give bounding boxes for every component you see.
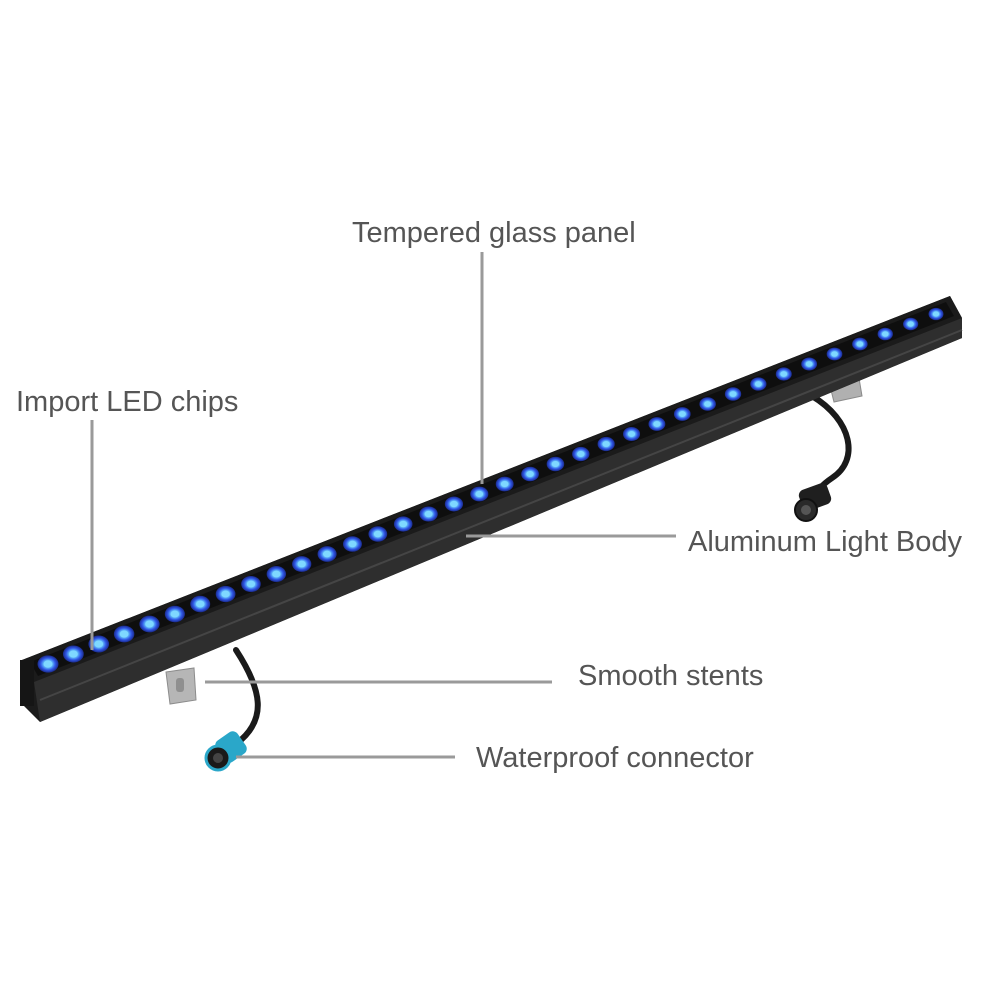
- led-chip: [266, 566, 287, 582]
- led-chip: [648, 417, 666, 431]
- led-chip: [139, 615, 160, 633]
- led-chip: [521, 466, 539, 482]
- led-chip: [342, 536, 362, 552]
- led-chip: [62, 645, 84, 663]
- led-chip: [241, 575, 261, 593]
- led-chip: [852, 337, 868, 351]
- led-chip: [673, 407, 691, 421]
- led-chip: [826, 347, 843, 361]
- led-chip: [903, 317, 919, 331]
- callout-lines: [90, 252, 676, 759]
- led-chip: [877, 327, 893, 341]
- led-chip: [597, 436, 615, 452]
- glass-panel: [30, 302, 954, 676]
- housing-edge-highlight: [39, 329, 963, 701]
- led-chip: [572, 446, 590, 462]
- bracket-slot: [176, 678, 184, 692]
- led-chip: [393, 516, 413, 532]
- led-chip: [699, 397, 716, 411]
- led-chip: [292, 556, 312, 572]
- led-chip: [113, 625, 135, 643]
- led-chip: [444, 496, 464, 512]
- led-chip: [190, 595, 211, 613]
- led-chip: [724, 387, 742, 401]
- light-bar: [20, 296, 963, 722]
- front-cable: [233, 647, 261, 747]
- led-chip: [623, 427, 641, 441]
- housing-side-face: [34, 318, 962, 722]
- led-chip: [775, 367, 792, 381]
- led-chip: [928, 307, 944, 321]
- led-chip: [215, 585, 236, 603]
- led-chip: [419, 506, 438, 522]
- led-chip: [470, 486, 489, 502]
- led-chip-row: [37, 307, 944, 673]
- waterproof-connector: [204, 731, 247, 772]
- label-tempered-glass: Tempered glass panel: [352, 217, 636, 249]
- led-chip: [495, 476, 514, 492]
- led-chip: [750, 377, 767, 391]
- led-chip: [546, 456, 565, 472]
- led-chip: [317, 546, 337, 562]
- label-waterproof-connector: Waterproof connector: [476, 742, 754, 774]
- led-chip: [368, 526, 388, 542]
- led-chip: [801, 357, 818, 371]
- end-cap: [20, 660, 34, 706]
- label-led-chips: Import LED chips: [16, 386, 239, 418]
- label-light-body: Aluminum Light Body: [688, 526, 963, 558]
- led-chip: [37, 655, 59, 673]
- led-chip: [164, 605, 185, 623]
- label-smooth-stents: Smooth stents: [578, 660, 764, 692]
- front-mount-assembly: [165, 647, 261, 772]
- rear-connector: [794, 483, 832, 522]
- led-chip: [88, 635, 110, 653]
